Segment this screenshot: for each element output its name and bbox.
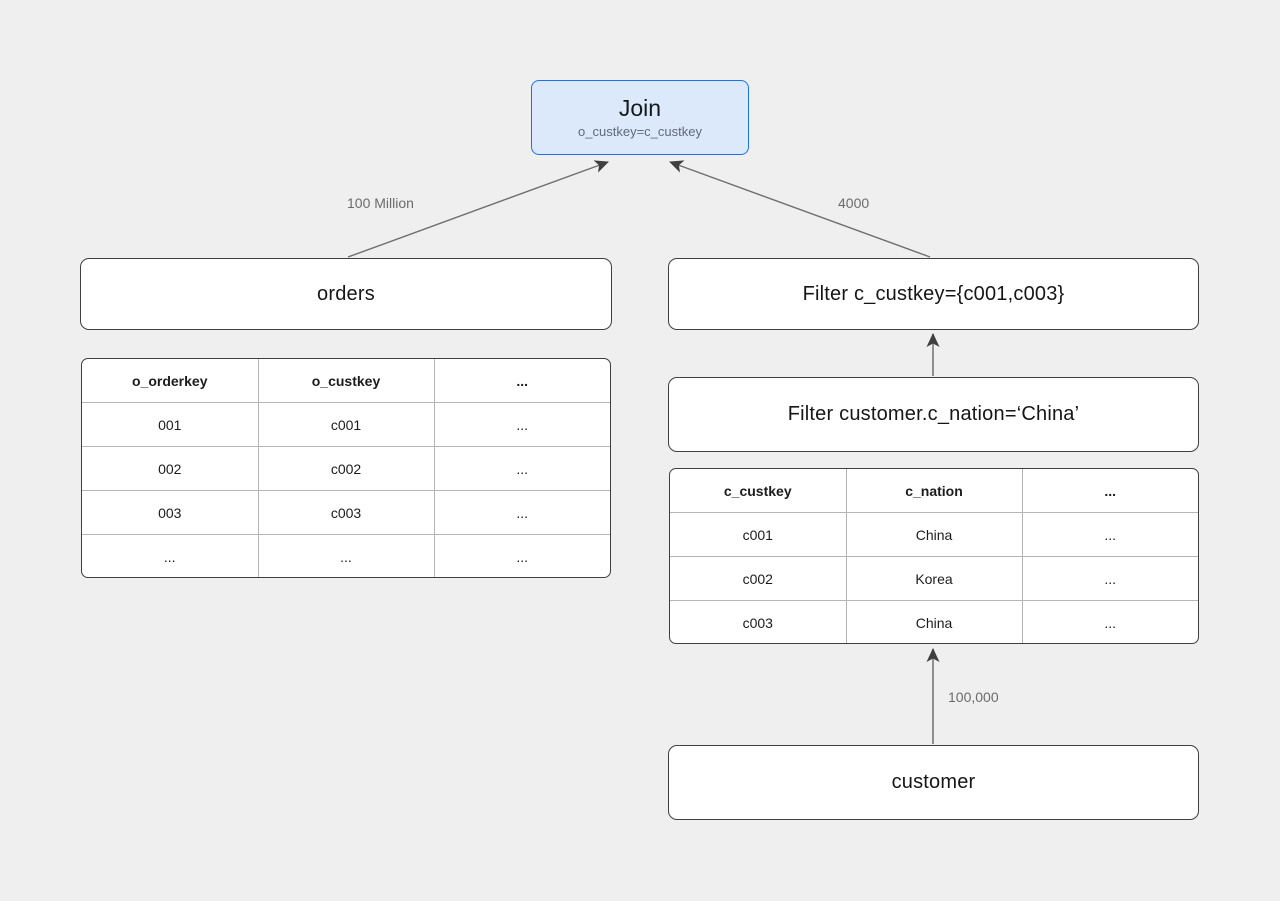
table-cell: c003 xyxy=(670,600,847,643)
filter-nation-label: Filter customer.c_nation=‘China’ xyxy=(787,403,1080,425)
customer-node-label: customer xyxy=(891,771,976,793)
table-cell: China xyxy=(845,600,1023,643)
table-cell: Korea xyxy=(845,556,1023,601)
customer-node: customer xyxy=(668,745,1199,820)
table-header-cell: c_custkey xyxy=(670,469,847,513)
table-header-cell: ... xyxy=(433,359,610,403)
table-cell: ... xyxy=(1021,556,1198,601)
table-cell: ... xyxy=(433,402,610,447)
orders-node: orders xyxy=(80,258,612,330)
table-cell: 002 xyxy=(82,446,259,491)
table-row: 002 c002 ... xyxy=(82,446,610,491)
edge-filter-to-join xyxy=(669,160,931,258)
table-cell: 001 xyxy=(82,402,259,447)
table-header-row: c_custkey c_nation ... xyxy=(670,469,1198,513)
table-row: c002 Korea ... xyxy=(670,556,1198,601)
table-cell: ... xyxy=(1021,512,1198,557)
table-cell: c001 xyxy=(670,512,847,557)
orders-node-label: orders xyxy=(317,282,375,305)
table-row: ... ... ... xyxy=(82,534,610,577)
table-header-cell: c_nation xyxy=(845,469,1023,513)
filter-custkey-label: Filter c_custkey={c001,c003} xyxy=(802,282,1065,305)
edge-label-filter-cardinality: 4000 xyxy=(838,195,870,211)
customer-table: c_custkey c_nation ... c001 China ... c0… xyxy=(669,468,1199,644)
edge-label-orders-cardinality: 100 Million xyxy=(347,195,414,211)
table-cell: China xyxy=(845,512,1023,557)
table-cell: ... xyxy=(433,446,610,491)
table-header-cell: o_custkey xyxy=(257,359,435,403)
table-header-row: o_orderkey o_custkey ... xyxy=(82,359,610,403)
table-header-cell: ... xyxy=(1021,469,1198,513)
table-cell: ... xyxy=(433,534,610,577)
filter-custkey-node: Filter c_custkey={c001,c003} xyxy=(668,258,1199,330)
join-node-title: Join xyxy=(618,95,662,122)
table-cell: c003 xyxy=(257,490,435,535)
table-cell: c002 xyxy=(670,556,847,601)
join-node: Join o_custkey=c_custkey xyxy=(531,80,749,155)
table-row: 001 c001 ... xyxy=(82,402,610,447)
join-condition: o_custkey=c_custkey xyxy=(578,123,702,139)
edge-label-customer-cardinality: 100,000 xyxy=(948,689,999,705)
filter-nation-node: Filter customer.c_nation=‘China’ xyxy=(668,377,1199,452)
table-cell: c002 xyxy=(257,446,435,491)
table-cell: ... xyxy=(1021,600,1198,643)
table-cell: ... xyxy=(433,490,610,535)
table-row: c001 China ... xyxy=(670,512,1198,557)
table-row: 003 c003 ... xyxy=(82,490,610,535)
table-header-cell: o_orderkey xyxy=(82,359,259,403)
table-cell: ... xyxy=(82,534,259,577)
table-row: c003 China ... xyxy=(670,600,1198,643)
table-cell: c001 xyxy=(257,402,435,447)
table-cell: ... xyxy=(257,534,435,577)
table-cell: 003 xyxy=(82,490,259,535)
orders-table: o_orderkey o_custkey ... 001 c001 ... 00… xyxy=(81,358,611,578)
